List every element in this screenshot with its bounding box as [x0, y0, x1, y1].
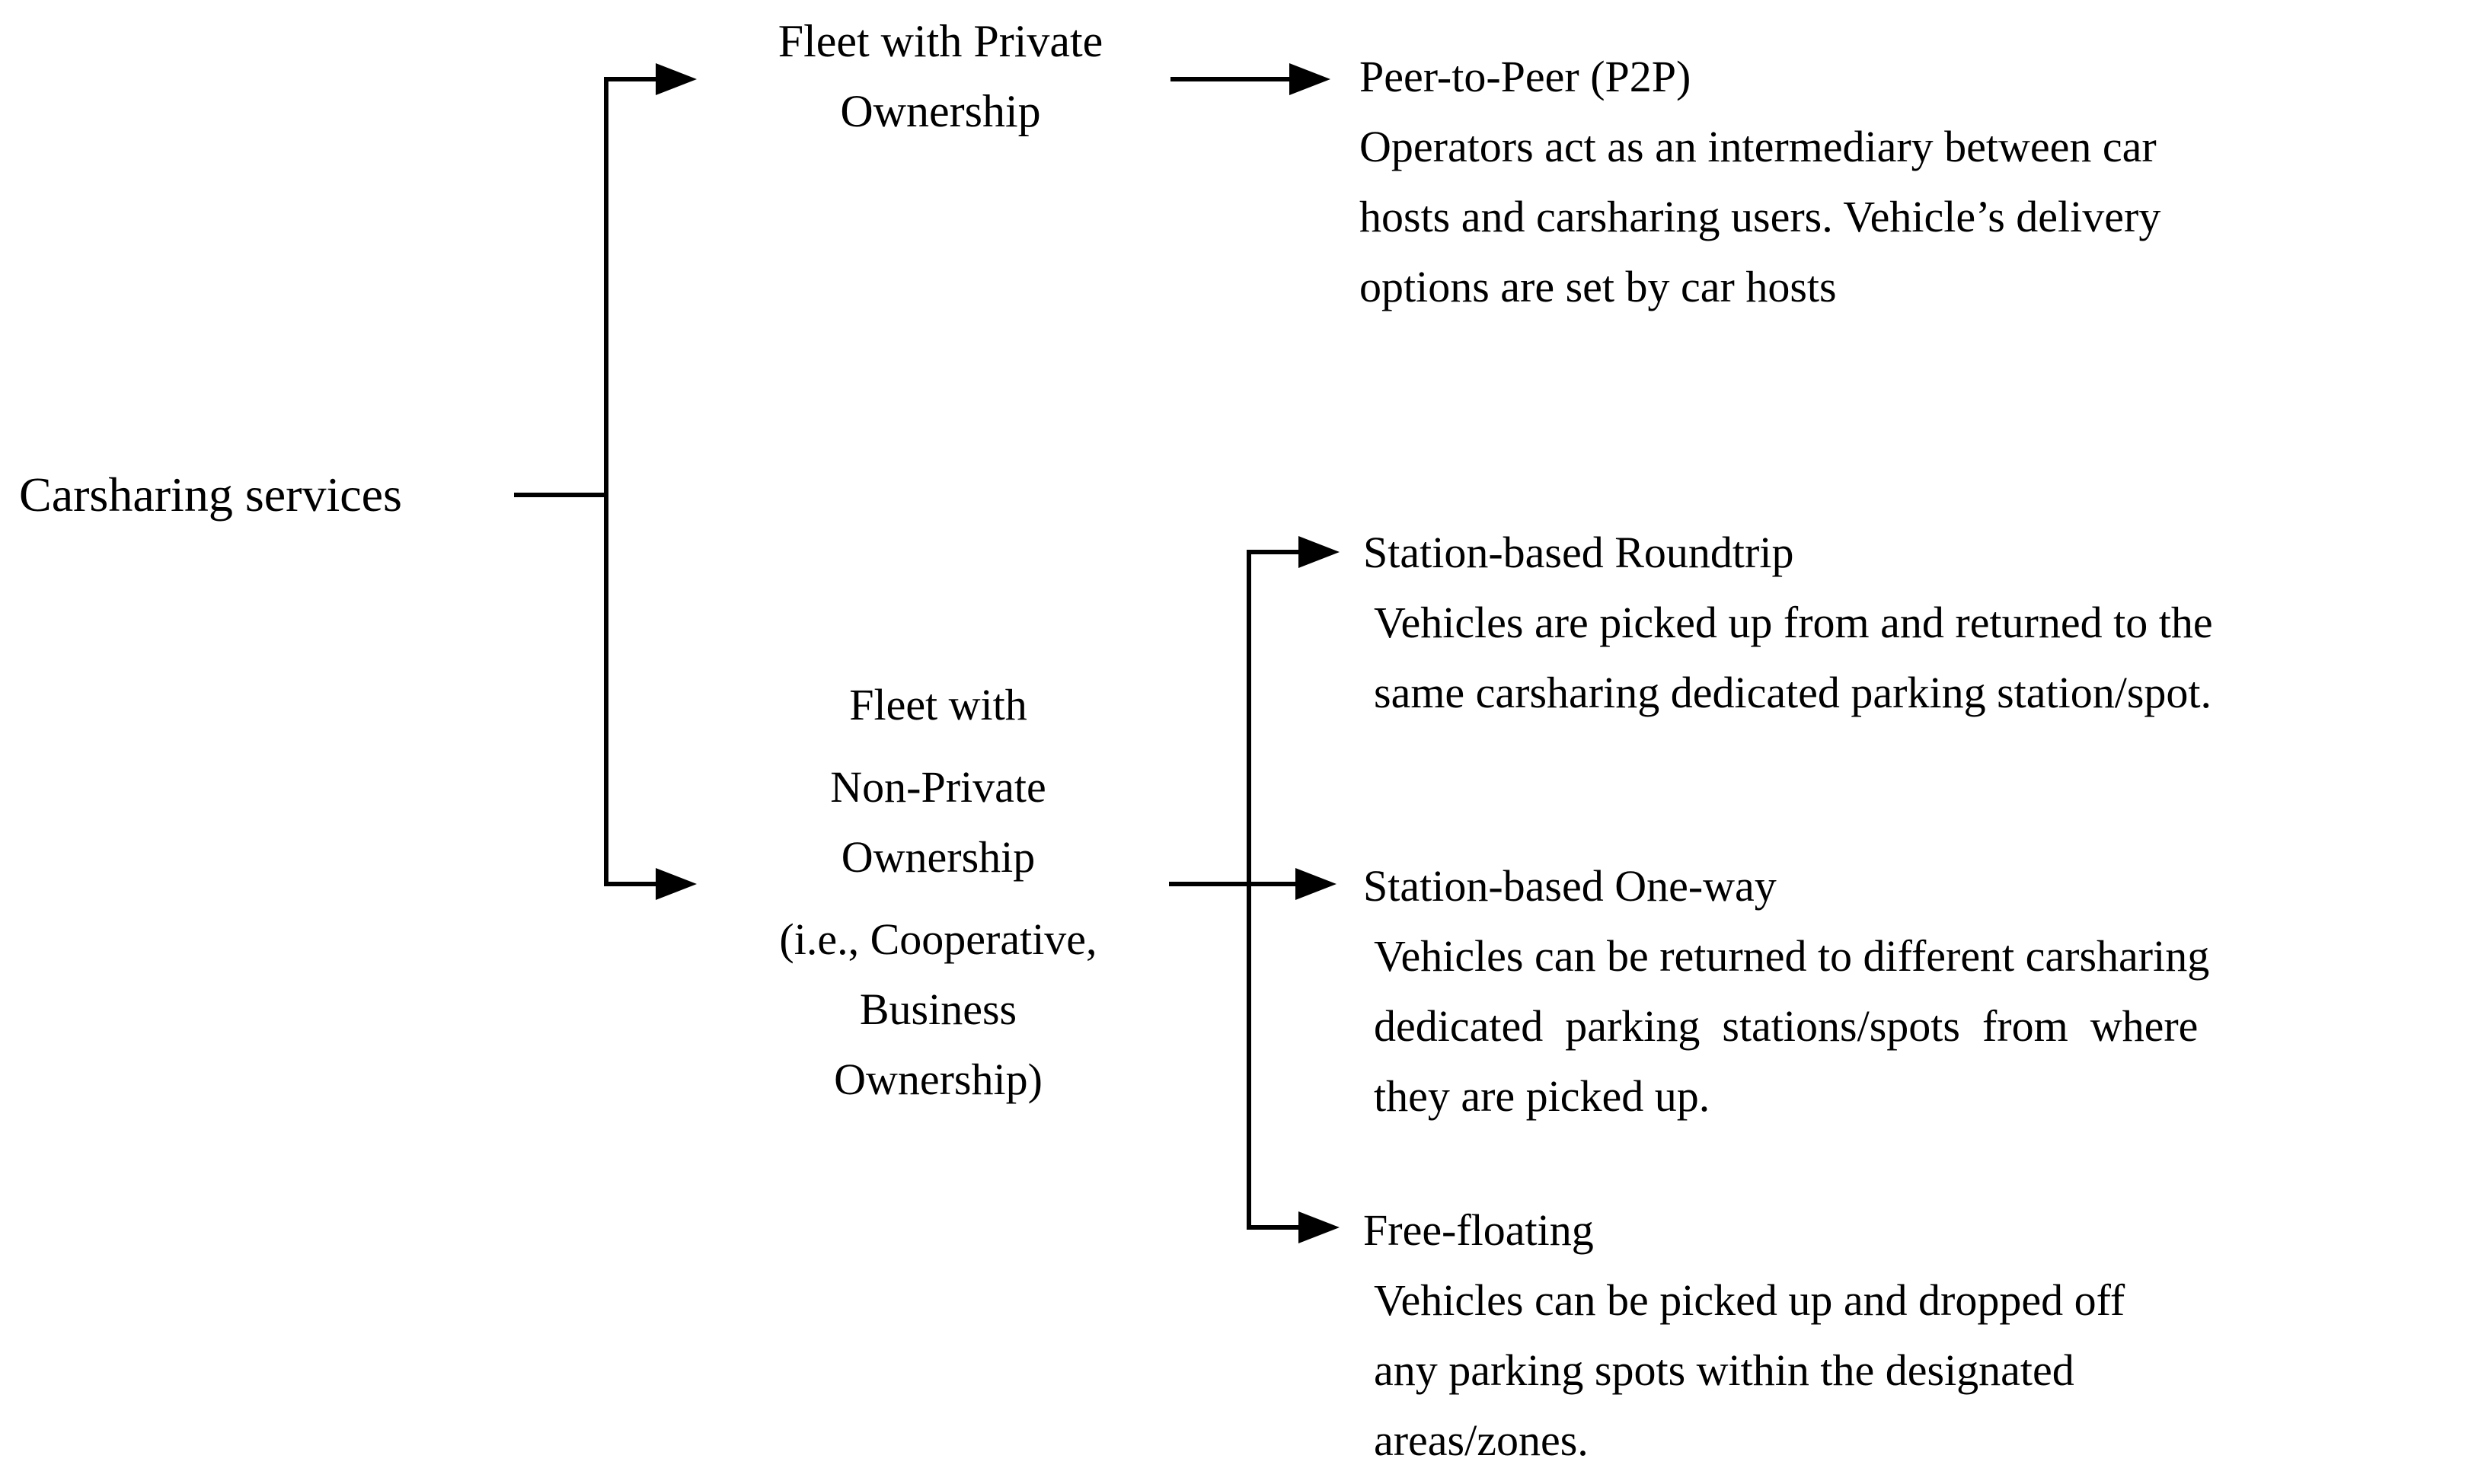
- level2-bracket-vline: [1247, 552, 1251, 1230]
- leaf-body-free-floating: Vehicles can be picked up and dropped of…: [1374, 1275, 2125, 1465]
- leaf-title-p2p: Peer-to-Peer (P2P): [1359, 52, 1691, 101]
- private-fleet-branch-line: [604, 77, 657, 81]
- root-connector-line: [514, 493, 605, 497]
- leaf-p2p: Peer-to-Peer (P2P) Operators act as an i…: [1359, 42, 2475, 322]
- freefloating-branch-line: [1247, 1225, 1300, 1230]
- p2p-arrowhead-icon: [1289, 63, 1330, 95]
- leaf-body-p2p: Operators act as an intermediary between…: [1359, 122, 2161, 311]
- oneway-arrowhead-icon: [1295, 868, 1336, 900]
- leaf-body-station-oneway: Vehicles can be returned to different ca…: [1374, 931, 2210, 1121]
- leaf-title-station-roundtrip: Station-based Roundtrip: [1363, 528, 1794, 577]
- level1-bracket-vline: [604, 77, 608, 886]
- non-private-fleet-branch-line: [604, 882, 657, 886]
- leaf-station-roundtrip: Station-based Roundtrip Vehicles are pic…: [1363, 518, 2475, 728]
- node-non-private-label-middle: Non-Private Ownership: [830, 762, 1046, 882]
- oneway-arrow-line: [1169, 882, 1297, 886]
- freefloating-arrowhead-icon: [1298, 1211, 1340, 1243]
- leaf-body-station-roundtrip: Vehicles are picked up from and returned…: [1374, 598, 2213, 717]
- p2p-arrow-line: [1170, 77, 1292, 81]
- node-fleet-non-private-ownership: Fleet with Non-Private Ownership (i.e., …: [733, 670, 1144, 1115]
- node-non-private-label-note: (i.e., Cooperative, Business Ownership): [779, 914, 1097, 1104]
- leaf-title-free-floating: Free-floating: [1363, 1205, 1594, 1255]
- leaf-station-oneway: Station-based One-way Vehicles can be re…: [1363, 851, 2475, 1131]
- root-label-carsharing-services: Carsharing services: [19, 468, 402, 522]
- node-non-private-label-top: Fleet with: [849, 680, 1027, 729]
- non-private-fleet-arrowhead-icon: [656, 868, 697, 900]
- roundtrip-arrowhead-icon: [1298, 536, 1340, 568]
- private-fleet-arrowhead-icon: [656, 63, 697, 95]
- leaf-title-station-oneway: Station-based One-way: [1363, 861, 1777, 911]
- node-fleet-private-ownership: Fleet with Private Ownership: [778, 16, 1103, 136]
- roundtrip-branch-line: [1247, 550, 1300, 554]
- leaf-free-floating: Free-floating Vehicles can be picked up …: [1363, 1195, 2475, 1476]
